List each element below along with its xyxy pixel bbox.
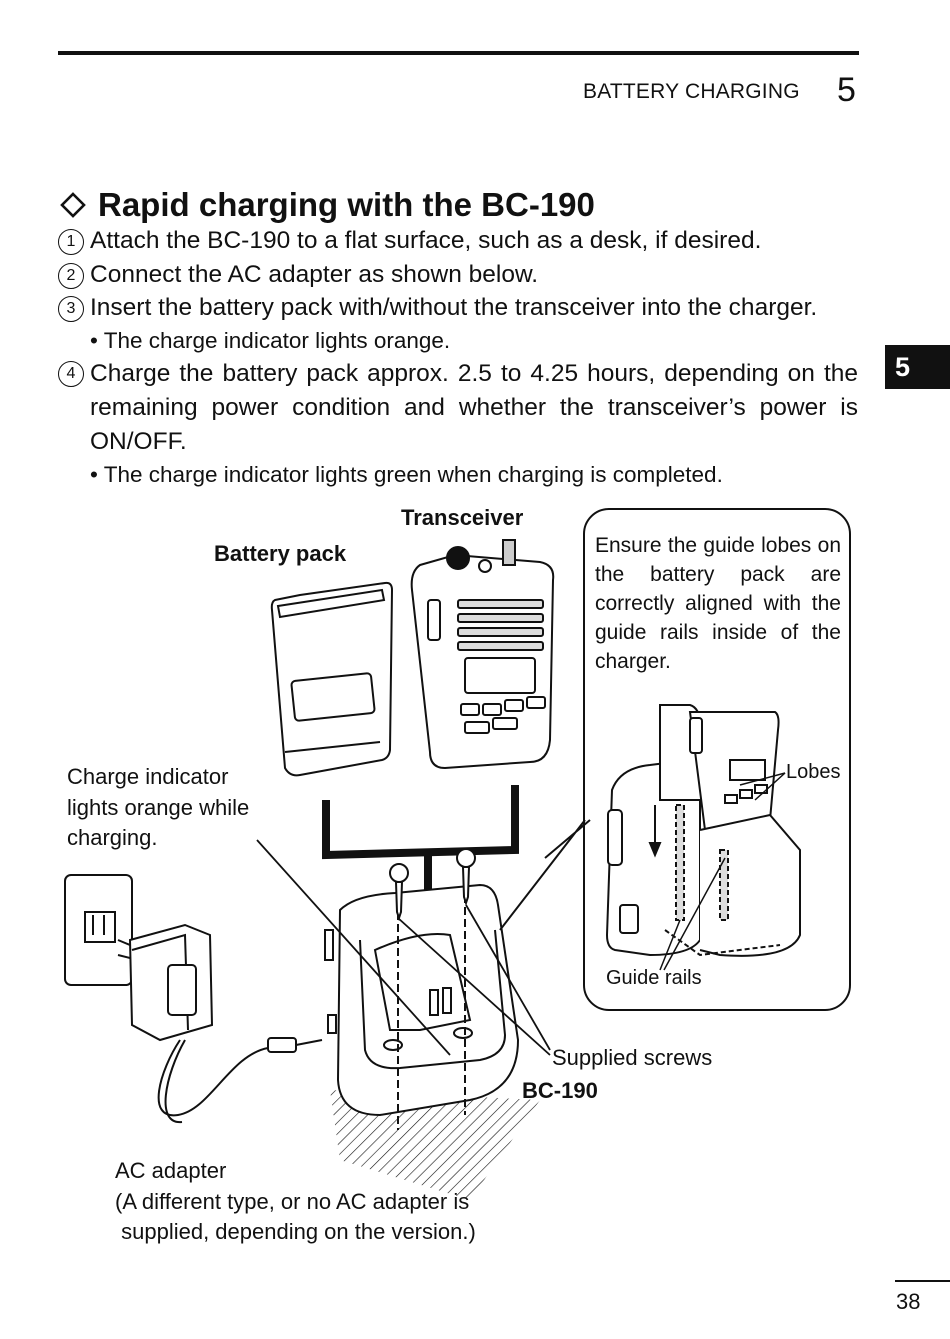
step-4: Charge the battery pack approx. 2.5 to 4… (90, 360, 858, 455)
battery-pack-label: Battery pack (214, 541, 347, 566)
step-text: Attach the BC-190 to a flat surface, suc… (90, 227, 762, 254)
section-title-text: Rapid charging with the BC-190 (98, 186, 595, 223)
step-text: Connect the AC adapter as shown below. (90, 261, 539, 288)
bullet-note: • The charge indicator lights orange. (90, 328, 451, 353)
step-number: 1 (58, 229, 84, 255)
callout-text: Ensure the guide lobes on the battery pa… (595, 534, 841, 673)
step-number: 2 (58, 263, 84, 289)
header-chapter-number: 5 (837, 71, 856, 109)
footer-rule (895, 1280, 950, 1282)
callout-pointer (499, 819, 591, 931)
ac-adapter-note: (A different type, or no AC adapter is (115, 1189, 470, 1214)
battery-pack-drawing (270, 581, 394, 777)
charge-indicator-label: charging. (67, 825, 158, 850)
bc190-charger-drawing (324, 883, 520, 1130)
page-number: 38 (896, 1289, 921, 1314)
callout-detail-drawing (605, 704, 801, 957)
section-title: Rapid charging with the BC-190 (58, 186, 595, 224)
supplied-screws-label: Supplied screws (552, 1045, 713, 1070)
screws-drawing (389, 848, 476, 922)
charger-model-label: BC-190 (522, 1078, 598, 1103)
step-number: 4 (58, 361, 84, 387)
ac-adapter-note: supplied, depending on the version.) (115, 1219, 476, 1244)
ac-adapter-label: AC adapter (115, 1158, 227, 1183)
transceiver-drawing (410, 539, 555, 770)
ac-adapter-drawing (64, 874, 323, 1124)
header-rule (58, 51, 859, 55)
step-text: Insert the battery pack with/without the… (90, 294, 818, 321)
bullet-note: • The charge indicator lights green when… (90, 462, 723, 487)
header-section-title: BATTERY CHARGING (583, 80, 800, 103)
desk-surface-hatch (330, 1090, 540, 1200)
diamond-icon (60, 192, 86, 218)
chapter-side-tab[interactable]: 5 (885, 345, 950, 389)
callout-leader-lines (659, 772, 786, 971)
transceiver-label: Transceiver (401, 505, 524, 530)
guide-rails-label: Guide rails (606, 967, 702, 989)
callout-box (583, 508, 851, 1011)
lobes-label: Lobes (786, 761, 841, 783)
step-number: 3 (58, 296, 84, 322)
charge-indicator-label: lights orange while (67, 795, 250, 820)
leader-lines (256, 839, 551, 1056)
charge-indicator-label: Charge indicator (67, 764, 229, 789)
